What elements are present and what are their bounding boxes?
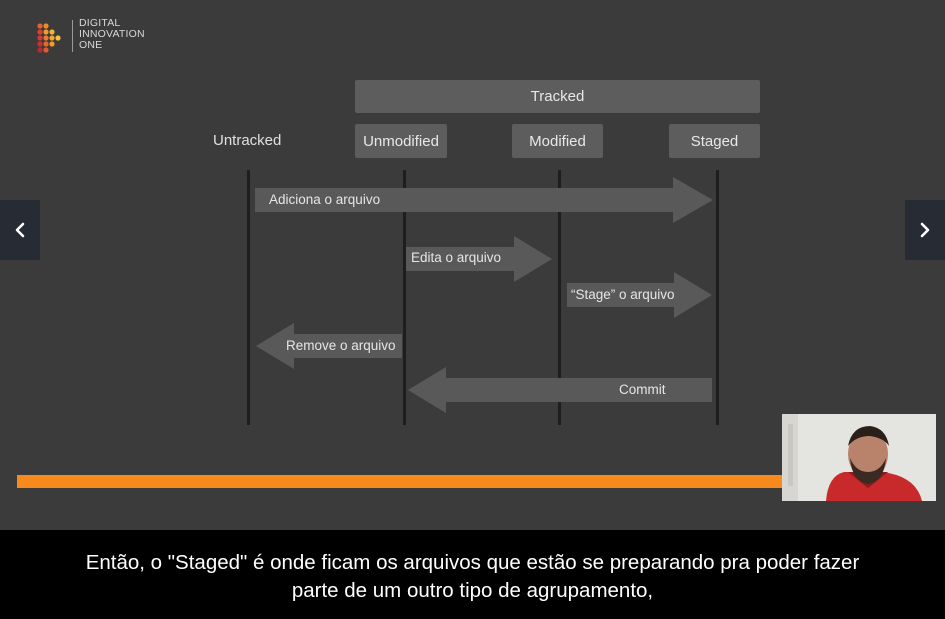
unmodified-lifeline	[403, 170, 406, 425]
next-slide-button[interactable]	[905, 200, 945, 260]
edit-file-arrow: Edita o arquivo	[406, 236, 552, 282]
state-untracked: Untracked	[213, 132, 282, 149]
add-file-label: Adiciona o arquivo	[269, 192, 381, 207]
chevron-left-icon	[15, 222, 25, 238]
slide: DIGITAL INNOVATION ONE Tracked Untracked…	[17, 17, 787, 488]
state-modified: Modified	[512, 124, 603, 158]
logo-line-2: INNOVATION	[79, 28, 145, 40]
logo-wordmark: DIGITAL INNOVATION ONE	[79, 18, 145, 51]
modified-lifeline	[558, 170, 561, 425]
caption-line-2: parte de um outro tipo de agrupamento,	[291, 579, 654, 602]
caption-background	[0, 530, 945, 619]
presenter-video-frame	[782, 414, 936, 501]
commit-arrow: Commit	[408, 367, 712, 413]
tracked-header: Tracked	[355, 80, 760, 113]
stage-file-arrow: “Stage” o arquivo	[567, 272, 712, 318]
stage-file-label: “Stage” o arquivo	[571, 287, 675, 302]
edit-file-label: Edita o arquivo	[411, 250, 502, 265]
logo-line-1: DIGITAL	[79, 17, 121, 29]
untracked-lifeline	[247, 170, 250, 425]
caption-line-1: Então, o "Staged" é onde ficam os arquiv…	[85, 551, 860, 574]
chevron-right-icon	[920, 222, 930, 238]
subtitle-caption: Então, o "Staged" é onde ficam os arquiv…	[10, 549, 935, 605]
state-unmodified: Unmodified	[355, 124, 447, 158]
previous-slide-button[interactable]	[0, 200, 40, 260]
remove-file-label: Remove o arquivo	[286, 338, 396, 353]
slide-progress-bar	[17, 475, 787, 488]
commit-label: Commit	[619, 382, 666, 397]
logo-divider	[72, 20, 73, 52]
logo-mark-icon	[37, 23, 61, 53]
state-staged: Staged	[669, 124, 760, 158]
digital-innovation-one-logo: DIGITAL INNOVATION ONE	[36, 18, 145, 55]
remove-file-arrow: Remove o arquivo	[256, 323, 402, 369]
staged-lifeline	[716, 170, 719, 425]
presenter-webcam	[782, 414, 936, 501]
add-file-arrow: Adiciona o arquivo	[255, 177, 713, 223]
logo-line-3: ONE	[79, 39, 103, 51]
